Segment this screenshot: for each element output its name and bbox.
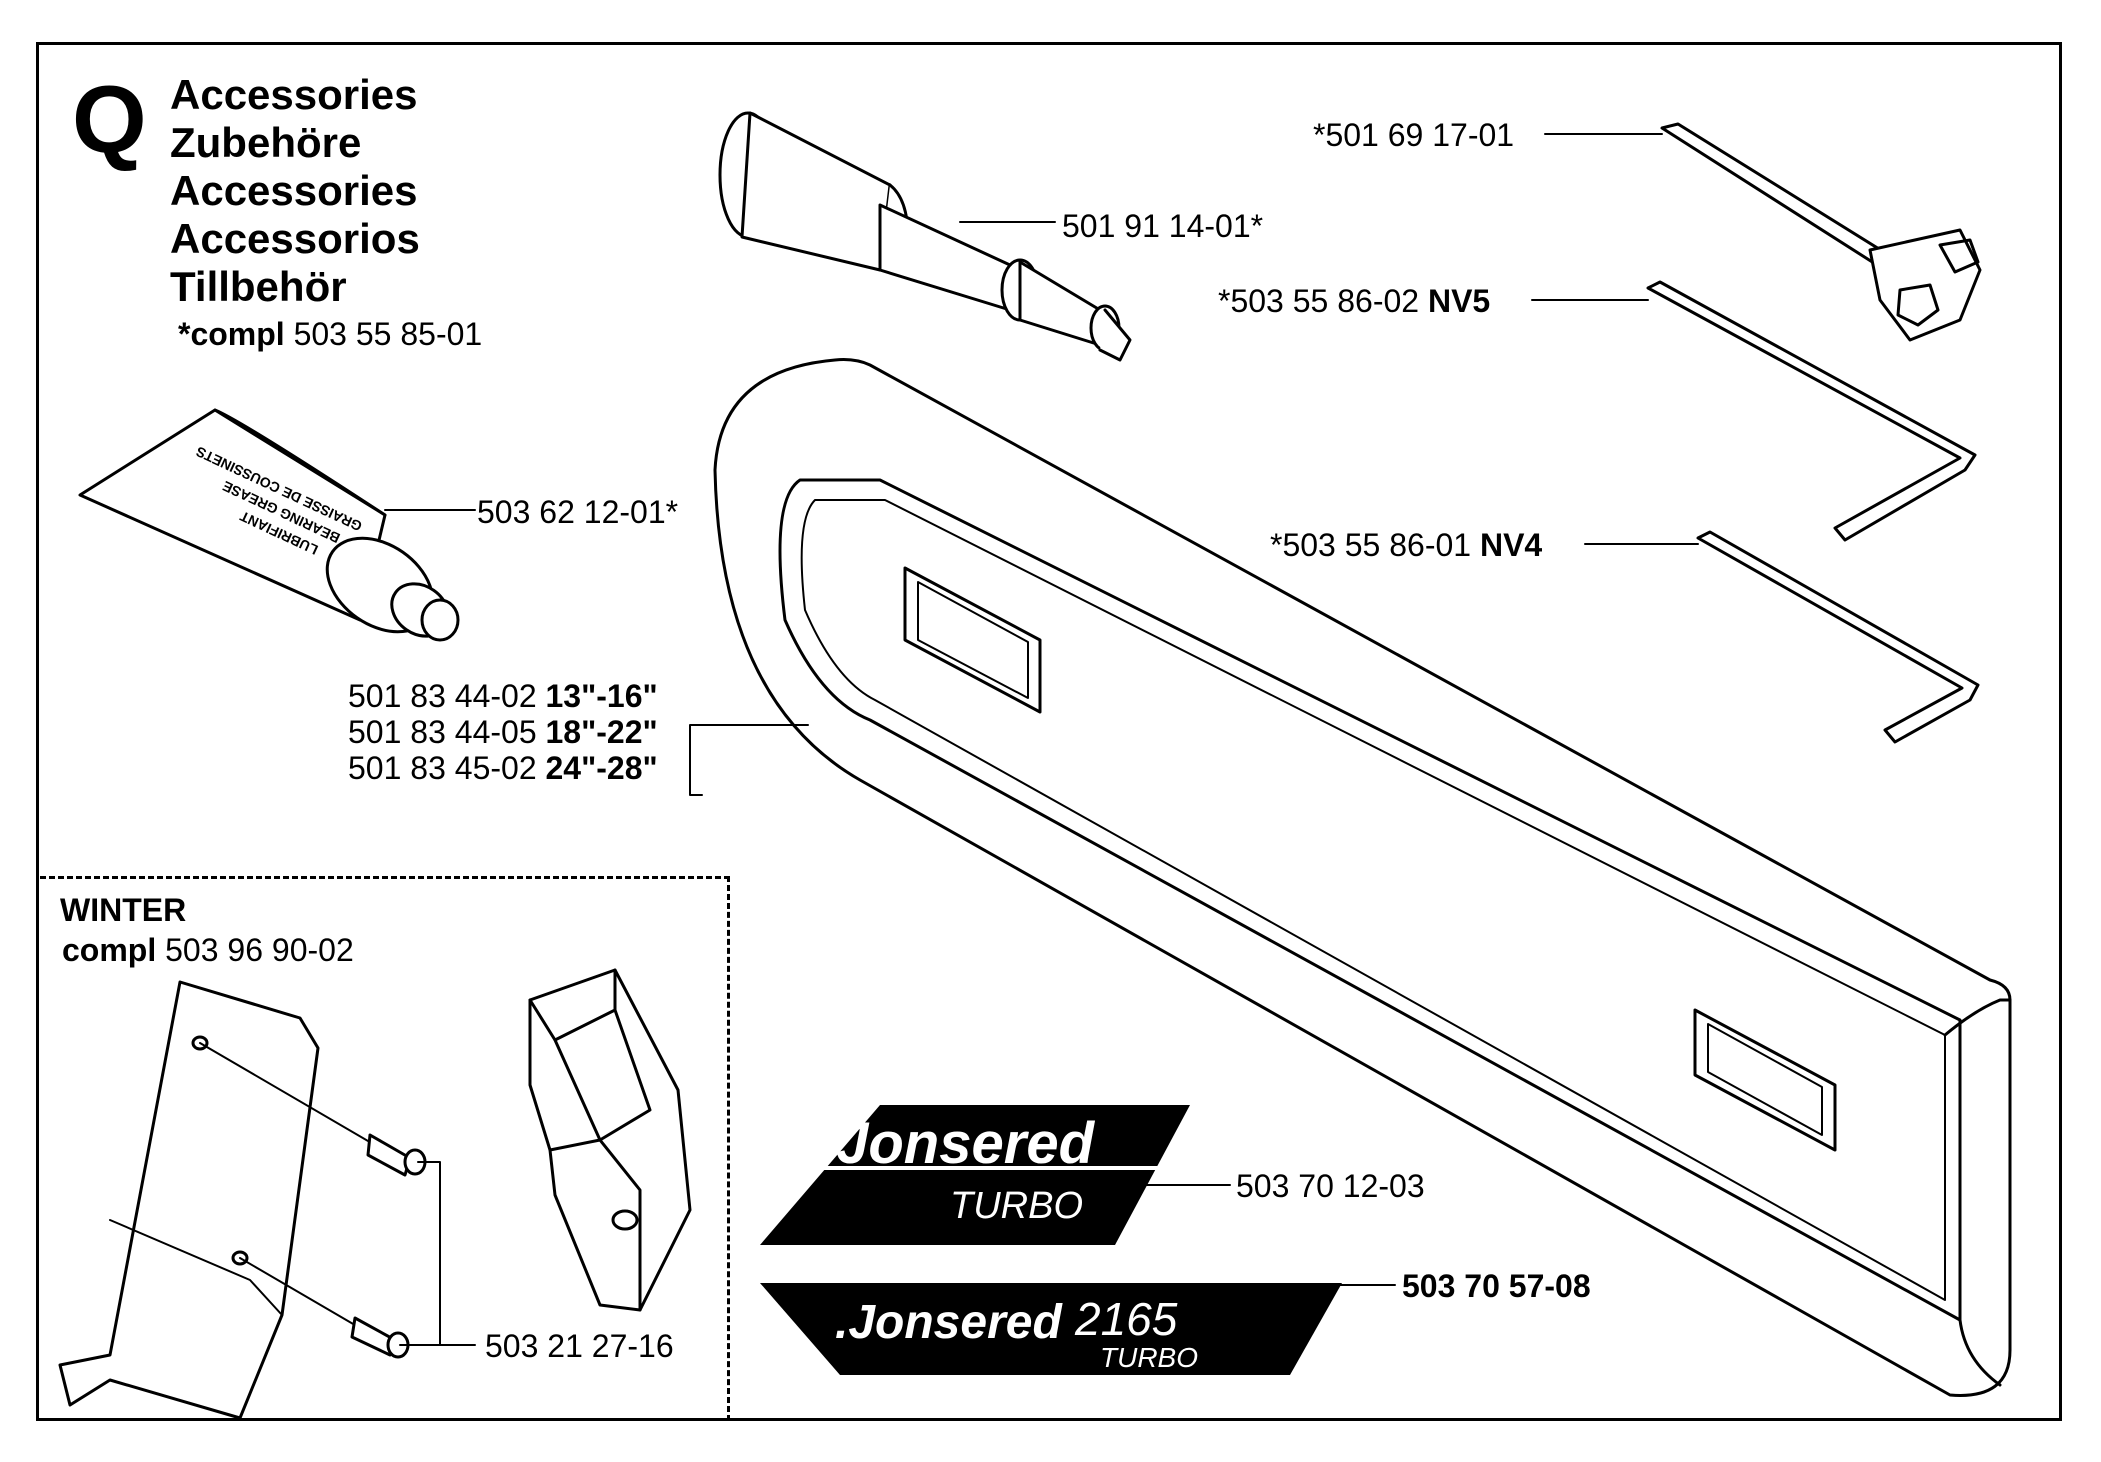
hex-key-nv5-number: *503 55 86-02 bbox=[1218, 283, 1420, 319]
guard-row-3-number: 501 83 45-02 bbox=[348, 750, 537, 786]
guard-row-1-number: 501 83 44-02 bbox=[348, 678, 537, 714]
label-hex-key-nv5: *503 55 86-02 NV5 bbox=[1218, 283, 1490, 319]
label-grease-tube: 503 62 12-01* bbox=[477, 494, 679, 530]
title-en: Accessories bbox=[170, 71, 418, 118]
decal-2165-brand: .Jonsered bbox=[835, 1296, 1063, 1349]
decal-2165-number: 2165 bbox=[1074, 1293, 1178, 1345]
decal-2165: .Jonsered 2165 TURBO bbox=[760, 1283, 1342, 1375]
title-fr: Accessories bbox=[170, 167, 418, 214]
section-compl: *compl 503 55 85-01 bbox=[178, 316, 482, 352]
label-decal-turbo: 503 70 12-03 bbox=[1236, 1168, 1425, 1204]
winter-plate-drawing bbox=[58, 980, 476, 1420]
label-guard-row-3: 501 83 45-02 24"-28" bbox=[348, 750, 658, 786]
decal-turbo: .Jonsered TURBO bbox=[760, 1105, 1190, 1245]
guard-row-2-size: 18"-22" bbox=[545, 714, 658, 750]
combination-wrench-drawing bbox=[1544, 122, 1982, 342]
hex-key-nv5-drawing bbox=[1531, 280, 1977, 542]
label-screws: 503 21 27-16 bbox=[485, 1328, 674, 1364]
diagram-frame bbox=[36, 42, 2062, 1421]
grease-gun-drawing bbox=[718, 111, 1132, 362]
guard-row-1-size: 13"-16" bbox=[545, 678, 658, 714]
hex-key-nv4-drawing bbox=[1584, 530, 1980, 744]
decal-turbo-brand: .Jonsered bbox=[820, 1111, 1096, 1176]
winter-kit-box bbox=[40, 876, 730, 1421]
section-compl-number: 503 55 85-01 bbox=[293, 316, 483, 352]
hex-key-nv4-number: *503 55 86-01 bbox=[1270, 527, 1472, 563]
decal-turbo-model: TURBO bbox=[950, 1185, 1083, 1227]
label-guard-row-1: 501 83 44-02 13"-16" bbox=[348, 678, 658, 714]
bar-cover-drawing bbox=[689, 358, 2012, 1397]
label-screwdriver: *501 69 17-01 bbox=[1313, 117, 1515, 153]
guard-row-2-number: 501 83 44-05 bbox=[348, 714, 537, 750]
winter-compl: compl 503 96 90-02 bbox=[62, 932, 354, 968]
decal-2165-model: TURBO bbox=[1100, 1342, 1198, 1373]
title-es: Accessorios bbox=[170, 215, 420, 262]
guard-row-3-size: 24"-28" bbox=[545, 750, 658, 786]
hex-key-nv4-size: NV4 bbox=[1479, 527, 1543, 563]
label-guard-row-2: 501 83 44-05 18"-22" bbox=[348, 714, 658, 750]
section-compl-prefix: *compl bbox=[178, 316, 285, 352]
label-decal-2165: 503 70 57-08 bbox=[1402, 1268, 1591, 1304]
title-de: Zubehöre bbox=[170, 119, 362, 166]
winter-title: WINTER bbox=[60, 892, 187, 928]
winter-compl-prefix: compl bbox=[62, 932, 157, 968]
hex-key-nv5-size: NV5 bbox=[1427, 283, 1491, 319]
title-sv: Tillbehör bbox=[170, 263, 347, 310]
winter-compl-number: 503 96 90-02 bbox=[165, 932, 354, 968]
label-hex-key-nv4: *503 55 86-01 NV4 bbox=[1270, 527, 1542, 563]
section-letter: Q bbox=[72, 66, 147, 173]
grease-tube-drawing bbox=[78, 408, 476, 642]
winter-shutter-drawing bbox=[528, 968, 692, 1312]
label-grease-gun: 501 91 14-01* bbox=[1062, 208, 1264, 244]
